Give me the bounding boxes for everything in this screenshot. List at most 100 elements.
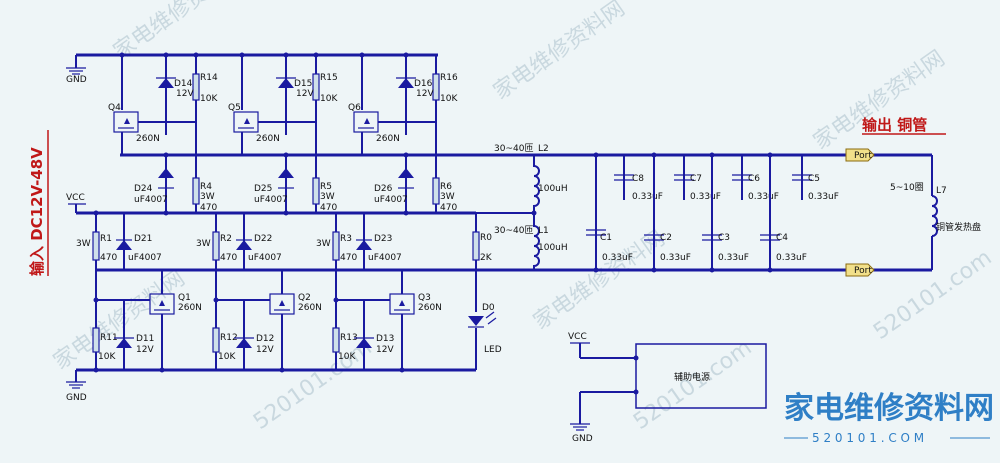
gnd-label: GND: [66, 75, 87, 85]
inductor-l2: 30~40匝 L2 100uH: [494, 143, 568, 213]
svg-text:C2: C2: [660, 233, 672, 243]
gnd-label: GND: [66, 393, 87, 403]
resistor-icon: [332, 327, 340, 353]
svg-text:C3: C3: [718, 233, 730, 243]
svg-text:260N: 260N: [298, 303, 322, 313]
zener-diode-icon: [356, 338, 372, 348]
gnd-label: GND: [572, 434, 593, 444]
svg-text:R11: R11: [100, 333, 118, 343]
resistor-icon: [192, 73, 200, 101]
top-cell-3: D16 12V R16 10K Q6 260N D26 uF4007 R6 3W…: [348, 55, 458, 213]
zener-diode-icon: [278, 78, 294, 88]
zener-diode-icon: [398, 78, 414, 88]
svg-text:uF4007: uF4007: [248, 253, 282, 263]
svg-text:10K: 10K: [200, 94, 218, 104]
gnd-symbol-bottom: GND: [66, 370, 87, 403]
aux-power-box: [635, 343, 767, 409]
svg-text:12V: 12V: [136, 345, 154, 355]
svg-text:D25: D25: [254, 184, 272, 194]
svg-text:Port: Port: [854, 151, 872, 161]
svg-text:30~40匝: 30~40匝: [494, 143, 533, 154]
svg-text:470: 470: [220, 253, 237, 263]
svg-text:10K: 10K: [218, 352, 236, 362]
diode-icon: [236, 240, 252, 250]
svg-text:uF4007: uF4007: [374, 195, 408, 205]
zener-diode-icon: [116, 338, 132, 348]
resistor-icon: [212, 231, 220, 261]
svg-text:260N: 260N: [256, 134, 280, 144]
svg-text:0.33uF: 0.33uF: [690, 192, 721, 202]
coil-icon: [533, 155, 540, 213]
input-title: 输入 DC12V-48V: [28, 147, 46, 276]
coil-icon: [931, 195, 938, 237]
svg-text:0.33uF: 0.33uF: [718, 253, 749, 263]
svg-text:12V: 12V: [296, 89, 314, 99]
svg-text:3W: 3W: [200, 192, 215, 202]
svg-text:12V: 12V: [376, 345, 394, 355]
zener-diode-icon: [158, 78, 174, 88]
svg-text:260N: 260N: [136, 134, 160, 144]
svg-text:260N: 260N: [418, 303, 442, 313]
svg-text:0.33uF: 0.33uF: [748, 192, 779, 202]
svg-text:uF4007: uF4007: [368, 253, 402, 263]
svg-text:R3: R3: [340, 234, 352, 244]
resistor-icon: [432, 73, 440, 101]
led-indicator: R0 2K D0 LED: [468, 213, 502, 370]
resistor-icon: [312, 73, 320, 101]
svg-text:uF4007: uF4007: [254, 195, 288, 205]
svg-text:30~40匝: 30~40匝: [494, 225, 533, 236]
resistor-icon: [212, 327, 220, 353]
svg-text:LED: LED: [484, 345, 502, 355]
svg-text:10K: 10K: [440, 94, 458, 104]
svg-text:0.33uF: 0.33uF: [602, 253, 633, 263]
vcc-label: VCC: [568, 332, 587, 342]
svg-text:R2: R2: [220, 234, 232, 244]
zener-diode-icon: [236, 338, 252, 348]
svg-text:3W: 3W: [316, 239, 331, 249]
svg-text:10K: 10K: [338, 352, 356, 362]
svg-text:L2: L2: [538, 144, 549, 154]
brand-watermark: 家电维修资料网 5 2 0 1 0 1 . C O M: [784, 391, 994, 445]
svg-text:470: 470: [340, 253, 357, 263]
svg-text:100uH: 100uH: [538, 184, 568, 194]
svg-text:uF4007: uF4007: [128, 253, 162, 263]
svg-text:0.33uF: 0.33uF: [660, 253, 691, 263]
svg-text:Q3: Q3: [418, 293, 431, 303]
svg-text:Q4: Q4: [108, 103, 121, 113]
svg-text:R13: R13: [340, 333, 358, 343]
svg-text:Q6: Q6: [348, 103, 361, 113]
svg-text:100uH: 100uH: [538, 243, 568, 253]
svg-text:12V: 12V: [256, 345, 274, 355]
resistor-icon: [472, 231, 480, 261]
svg-text:D0: D0: [482, 303, 495, 313]
svg-text:R4: R4: [200, 182, 212, 192]
svg-text:辅助电源: 辅助电源: [674, 371, 710, 383]
bottom-cell-2: 3W R2 470 D22 uF4007 Q2 260N R12 10K D12…: [196, 213, 322, 370]
svg-text:uF4007: uF4007: [134, 195, 168, 205]
svg-text:260N: 260N: [376, 134, 400, 144]
svg-text:D16: D16: [414, 79, 433, 89]
svg-text:12V: 12V: [416, 89, 434, 99]
svg-text:C4: C4: [776, 233, 788, 243]
svg-text:D21: D21: [134, 234, 152, 244]
svg-text:C1: C1: [600, 233, 612, 243]
coil-icon: [533, 213, 540, 270]
diode-icon: [356, 240, 372, 250]
svg-text:D23: D23: [374, 234, 392, 244]
svg-text:D26: D26: [374, 184, 393, 194]
top-cell-1: D14 12V R14 10K Q4 260N D24 uF4007 R4 3W…: [108, 55, 218, 213]
svg-text:Q2: Q2: [298, 293, 311, 303]
output-title: 输出 铜管: [862, 116, 927, 134]
svg-text:R14: R14: [200, 73, 218, 83]
resistor-icon: [312, 177, 320, 205]
bottom-cell-1: 3W R1 470 D21 uF4007 Q1 260N R11 10K D11…: [76, 213, 202, 370]
capacitor-bank: C1 0.33uF C8 0.33uF C2 0.33uF C7 0.33uF …: [586, 155, 839, 270]
brand-name: 家电维修资料网: [784, 391, 994, 426]
port-top: Port: [845, 148, 875, 162]
bottom-cell-3: 3W R3 470 D23 uF4007 Q3 260N R13 10K D13…: [316, 213, 442, 370]
inductor-l1: 30~40匝 L1 100uH: [494, 213, 568, 270]
svg-text:R5: R5: [320, 182, 332, 192]
svg-text:Q1: Q1: [178, 293, 191, 303]
svg-text:D14: D14: [174, 79, 193, 89]
